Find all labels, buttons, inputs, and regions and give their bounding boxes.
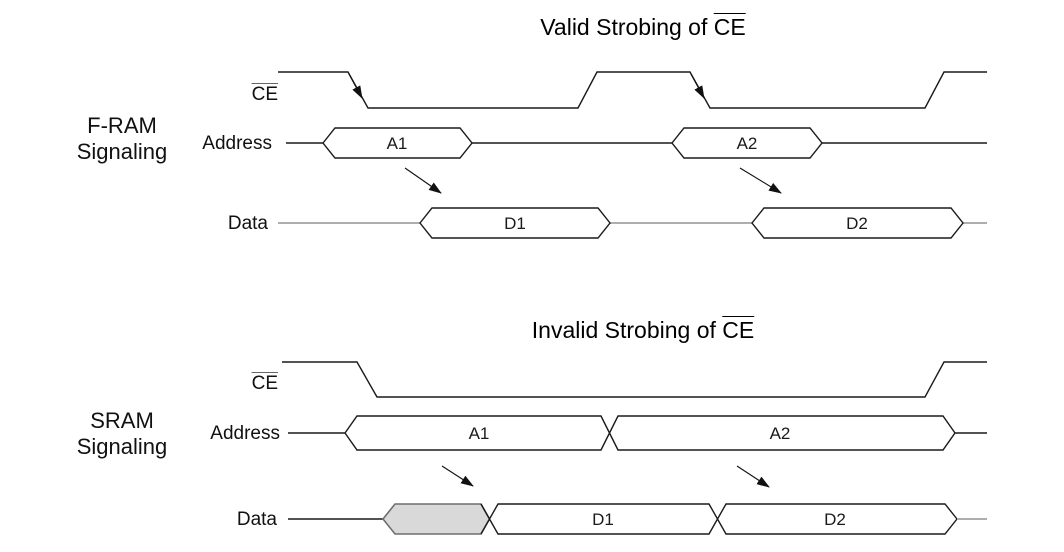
fram-group-label-line2: Signaling: [76, 139, 168, 164]
fram-d2-label: D2: [846, 214, 868, 233]
sram-ce-waveform: [282, 361, 987, 398]
fram-address-label: Address: [202, 133, 272, 154]
sram-data-invalid-hexagon: [381, 503, 491, 535]
sram-a1-label: A1: [469, 424, 490, 443]
fram-address-a2-hexagon: [671, 127, 823, 159]
fram-data-label: Data: [227, 213, 268, 234]
top-title-text: Valid Strobing of: [540, 14, 714, 40]
fram-a2-label: A2: [737, 134, 758, 153]
bottom-title-text: Invalid Strobing of: [531, 317, 723, 343]
fram-ce-strobe-arrow-1: [348, 73, 363, 99]
fram-data-d1-hexagon: [419, 207, 611, 239]
sram-data-band: [480, 503, 958, 535]
bottom-title-ce-overbar: CE: [722, 317, 755, 343]
top-title-ce-overbar: CE: [713, 14, 746, 40]
sram-a1-to-d1-arrow: [441, 465, 474, 487]
sram-group-label-line2: Signaling: [76, 434, 168, 459]
fram-a1-to-d1-arrow: [404, 167, 442, 194]
fram-data-d2-hexagon: [751, 207, 964, 239]
fram-address-a1-hexagon: [322, 127, 473, 159]
top-title: Valid Strobing of CE: [293, 13, 993, 41]
fram-a2-to-d2-arrow: [739, 167, 782, 194]
sram-a2-label: A2: [770, 424, 791, 443]
sram-group-label-line1: SRAM: [90, 408, 154, 433]
sram-a2-to-d2-arrow: [736, 465, 770, 488]
fram-a1-label: A1: [387, 134, 408, 153]
sram-ce-label: CE: [251, 373, 278, 394]
sram-address-band: [288, 415, 987, 451]
sram-d1-label: D1: [592, 510, 614, 529]
sram-data-label: Data: [236, 509, 277, 530]
sram-address-label: Address: [210, 423, 280, 444]
fram-group-label-line1: F-RAM: [87, 113, 157, 138]
fram-group-label: F-RAM Signaling: [22, 113, 222, 165]
fram-ce-label: CE: [251, 84, 278, 105]
fram-d1-label: D1: [504, 214, 526, 233]
bottom-title: Invalid Strobing of CE: [293, 316, 993, 344]
sram-d2-label: D2: [824, 510, 846, 529]
fram-ce-waveform: [278, 71, 987, 109]
fram-ce-strobe-arrow-2: [690, 73, 705, 99]
sram-group-label: SRAM Signaling: [22, 408, 222, 460]
